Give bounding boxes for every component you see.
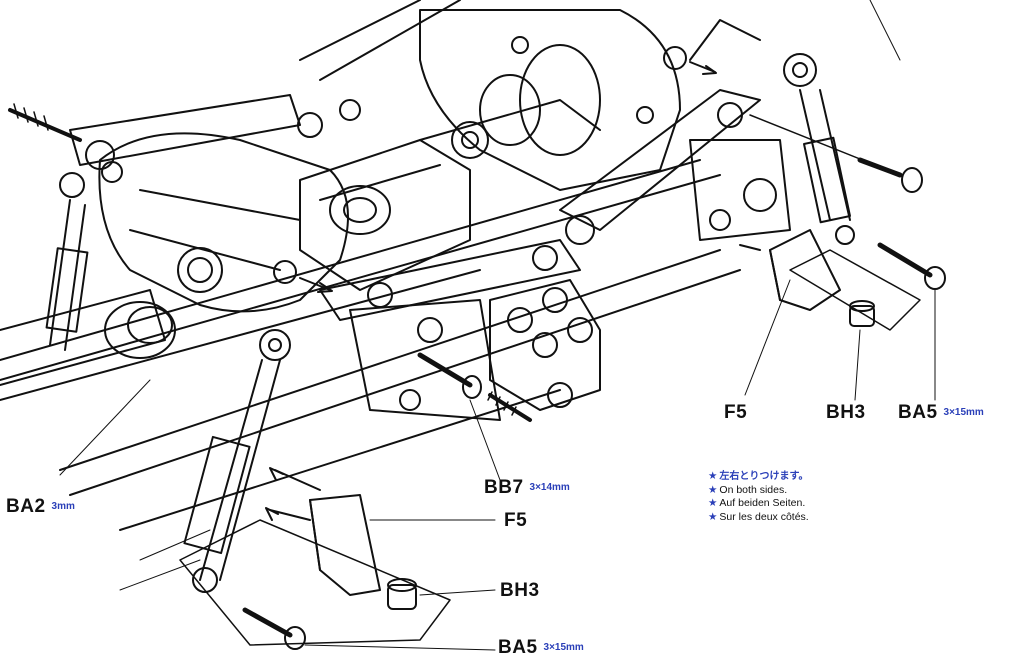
note-english: ★On both sides.: [708, 483, 788, 496]
lower-shock: [183, 329, 291, 593]
bb7-size: 3×14mm: [529, 482, 570, 494]
rear-axle-housing: [419, 9, 681, 191]
label-f5-bottom: F5: [504, 510, 528, 531]
chassis-rails: [0, 0, 741, 531]
right-shock: [783, 53, 855, 245]
left-shock-upper: [45, 172, 89, 351]
label-f5-right: F5: [724, 402, 748, 423]
center-lower-link: [319, 239, 581, 421]
star-icon: ★: [708, 510, 718, 523]
right-bracket-group: [744, 229, 946, 401]
note-german: ★Auf beiden Seiten.: [708, 497, 806, 509]
star-icon: ★: [708, 497, 718, 509]
left-axle-housing: [0, 132, 349, 386]
label-bh3-right: BH3: [826, 402, 866, 423]
assembly-notes: ★左右とりつけます。 ★On both sides. ★Auf beiden S…: [708, 470, 809, 524]
ba5-bottom-size: 3×15mm: [543, 642, 584, 654]
right-upper-arm: [559, 19, 791, 245]
right-screw-top: [749, 0, 923, 193]
ba2-size: 3mm: [51, 501, 75, 513]
nut-arrows: [273, 46, 761, 293]
ba5-right-size: 3×15mm: [943, 407, 984, 419]
label-bh3-bottom: BH3: [500, 580, 540, 601]
star-icon: ★: [708, 483, 718, 496]
note-french: ★Sur les deux côtés.: [708, 510, 809, 523]
lower-bracket-group: [119, 467, 451, 650]
center-gearbox: [299, 99, 601, 291]
steering-block: [489, 279, 601, 411]
leader-lines: [59, 379, 501, 651]
note-japanese: ★左右とりつけます。: [708, 470, 809, 482]
bb7-screw: [417, 352, 532, 422]
left-upper-link: [8, 94, 361, 183]
star-icon: ★: [708, 470, 718, 482]
